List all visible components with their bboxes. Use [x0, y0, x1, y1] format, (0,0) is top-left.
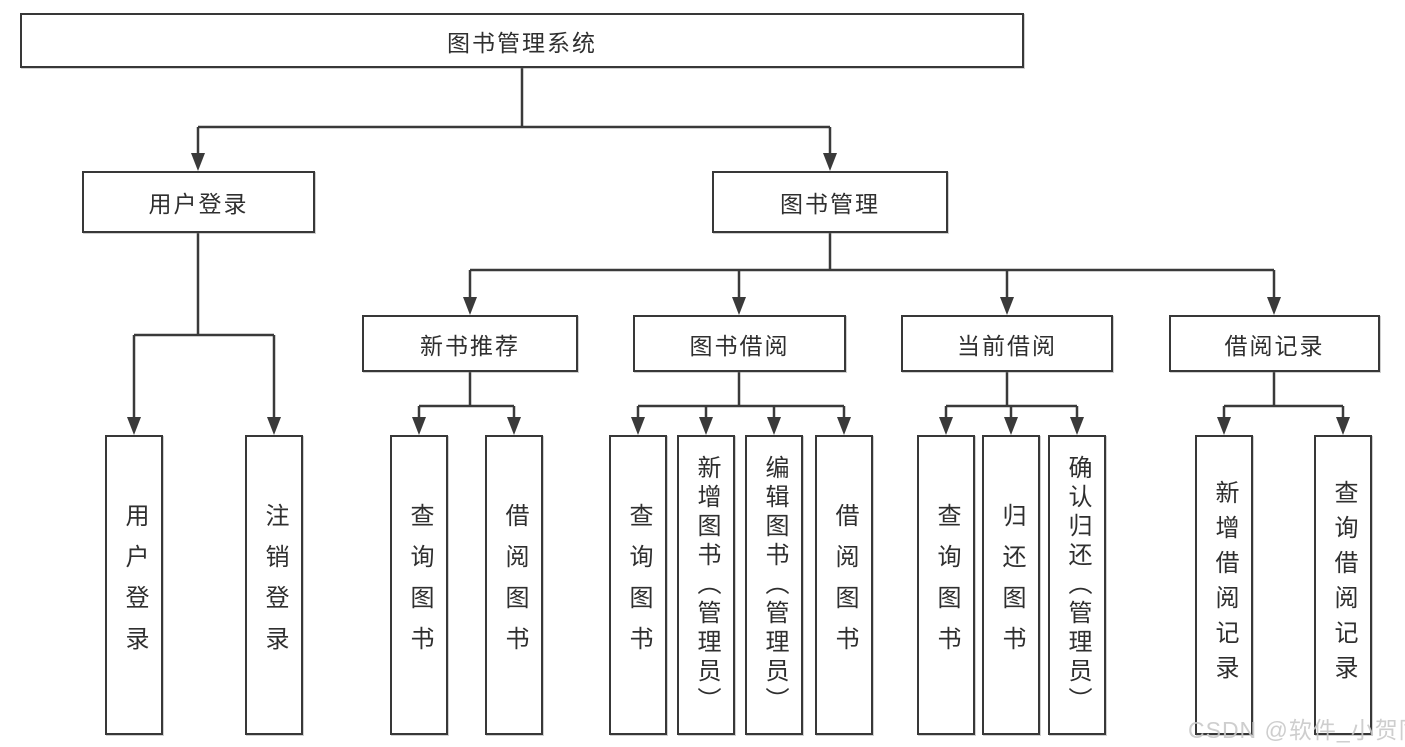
leaf-query-borrow-record-label: 查询借阅记录 — [1330, 480, 1357, 690]
leaf-query-books-recommendation: 查询图书 — [390, 435, 448, 735]
leaf-edit-book-admin-label: 编辑图书（管理员） — [761, 454, 788, 716]
node-new-book-recommendation-label: 新书推荐 — [420, 332, 520, 359]
leaf-user-login-label: 用户登录 — [121, 503, 148, 667]
leaf-add-borrow-record: 新增借阅记录 — [1195, 435, 1253, 735]
node-library-management-system: 图书管理系统 — [20, 13, 1024, 68]
leaf-user-login: 用户登录 — [105, 435, 163, 735]
node-book-borrowing: 图书借阅 — [633, 315, 846, 372]
node-current-borrowing-label: 当前借阅 — [957, 332, 1057, 359]
leaf-query-books-current: 查询图书 — [917, 435, 975, 735]
node-borrowing-records-label: 借阅记录 — [1224, 332, 1325, 359]
node-user-login: 用户登录 — [82, 171, 315, 233]
leaf-return-books-label: 归还图书 — [998, 503, 1025, 667]
node-book-borrowing-label: 图书借阅 — [689, 332, 790, 359]
node-current-borrowing: 当前借阅 — [901, 315, 1113, 372]
leaf-query-books-current-label: 查询图书 — [933, 503, 960, 667]
leaf-query-books-recommendation-label: 查询图书 — [406, 503, 433, 667]
leaf-query-books-borrowing: 查询图书 — [609, 435, 667, 735]
leaf-add-book-admin: 新增图书（管理员） — [677, 435, 735, 735]
leaf-query-borrow-record: 查询借阅记录 — [1314, 435, 1372, 735]
node-library-management-system-label: 图书管理系统 — [447, 29, 597, 56]
leaf-confirm-return-admin-label: 确认归还（管理员） — [1064, 454, 1091, 716]
leaf-edit-book-admin: 编辑图书（管理员） — [745, 435, 803, 735]
node-borrowing-records: 借阅记录 — [1169, 315, 1380, 372]
leaf-add-book-admin-label: 新增图书（管理员） — [693, 454, 720, 716]
leaf-add-borrow-record-label: 新增借阅记录 — [1211, 480, 1238, 690]
node-user-login-label: 用户登录 — [148, 191, 249, 217]
leaf-query-books-borrowing-label: 查询图书 — [625, 503, 652, 667]
leaf-confirm-return-admin: 确认归还（管理员） — [1048, 435, 1106, 735]
watermark: CSDN @软件_小贺同学 — [1188, 717, 1405, 743]
leaf-logout-label: 注销登录 — [261, 503, 288, 667]
leaf-logout: 注销登录 — [245, 435, 303, 735]
leaf-borrow-books-borrowing: 借阅图书 — [815, 435, 873, 735]
leaf-return-books: 归还图书 — [982, 435, 1040, 735]
leaf-borrow-books-recommendation: 借阅图书 — [485, 435, 543, 735]
node-book-management-label: 图书管理 — [780, 191, 880, 217]
leaf-borrow-books-borrowing-label: 借阅图书 — [831, 503, 858, 667]
leaf-borrow-books-recommendation-label: 借阅图书 — [501, 503, 528, 667]
node-new-book-recommendation: 新书推荐 — [362, 315, 578, 372]
node-book-management: 图书管理 — [712, 171, 948, 233]
